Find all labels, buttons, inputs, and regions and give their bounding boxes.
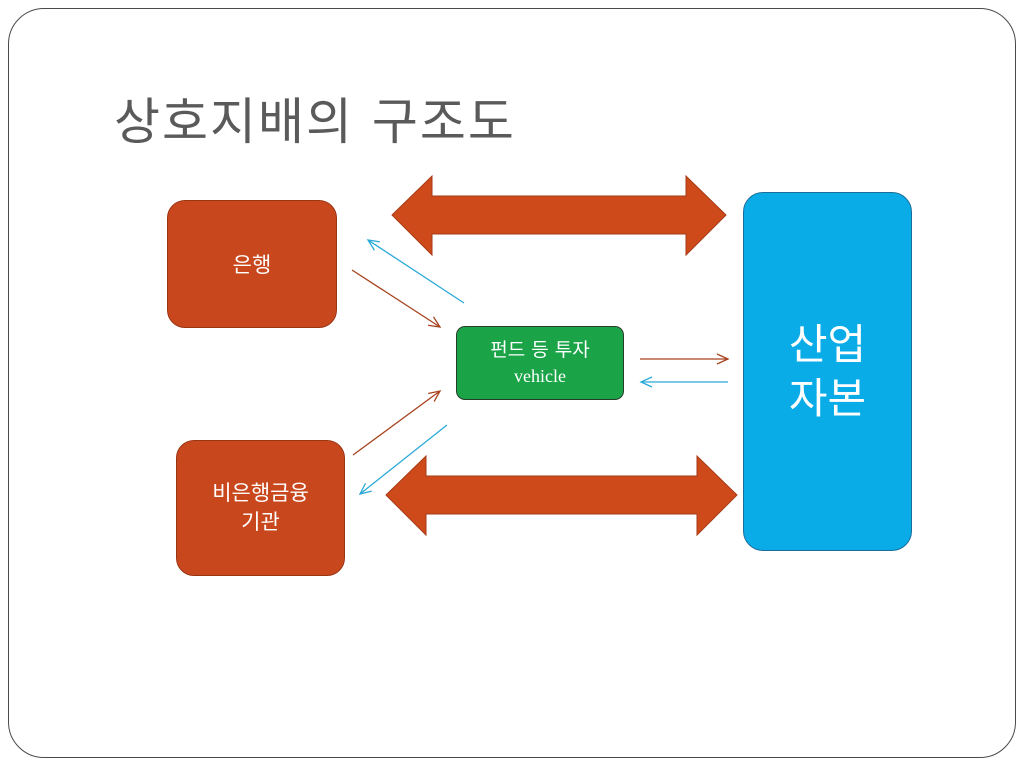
bottom-double-arrow [385, 454, 738, 537]
bank-to-fund-arrow [351, 269, 442, 328]
nonbank-label-line1: 비은행금융 [212, 481, 309, 505]
fund-label-line2: vehicle [514, 366, 566, 386]
capital-label-line2: 자본 [788, 373, 867, 423]
industrial-capital-box: 산업 자본 [743, 192, 912, 551]
capital-label-line1: 산업 [788, 319, 867, 369]
bank-box: 은행 [167, 200, 337, 328]
bank-label: 은행 [232, 253, 272, 277]
top-double-arrow [391, 174, 727, 257]
nonbank-financial-box: 비은행금융 기관 [176, 440, 345, 576]
fund-label-line1: 펀드 등 투자 [490, 339, 590, 361]
fund-to-nonbank-arrow [358, 424, 448, 495]
slide-title: 상호지배의 구조도 [114, 93, 516, 151]
fund-to-bank-arrow [366, 239, 465, 304]
nonbank-to-fund-arrow [352, 390, 442, 456]
fund-vehicle-box: 펀드 등 투자 vehicle [456, 326, 624, 400]
nonbank-label-line2: 기관 [241, 510, 280, 534]
